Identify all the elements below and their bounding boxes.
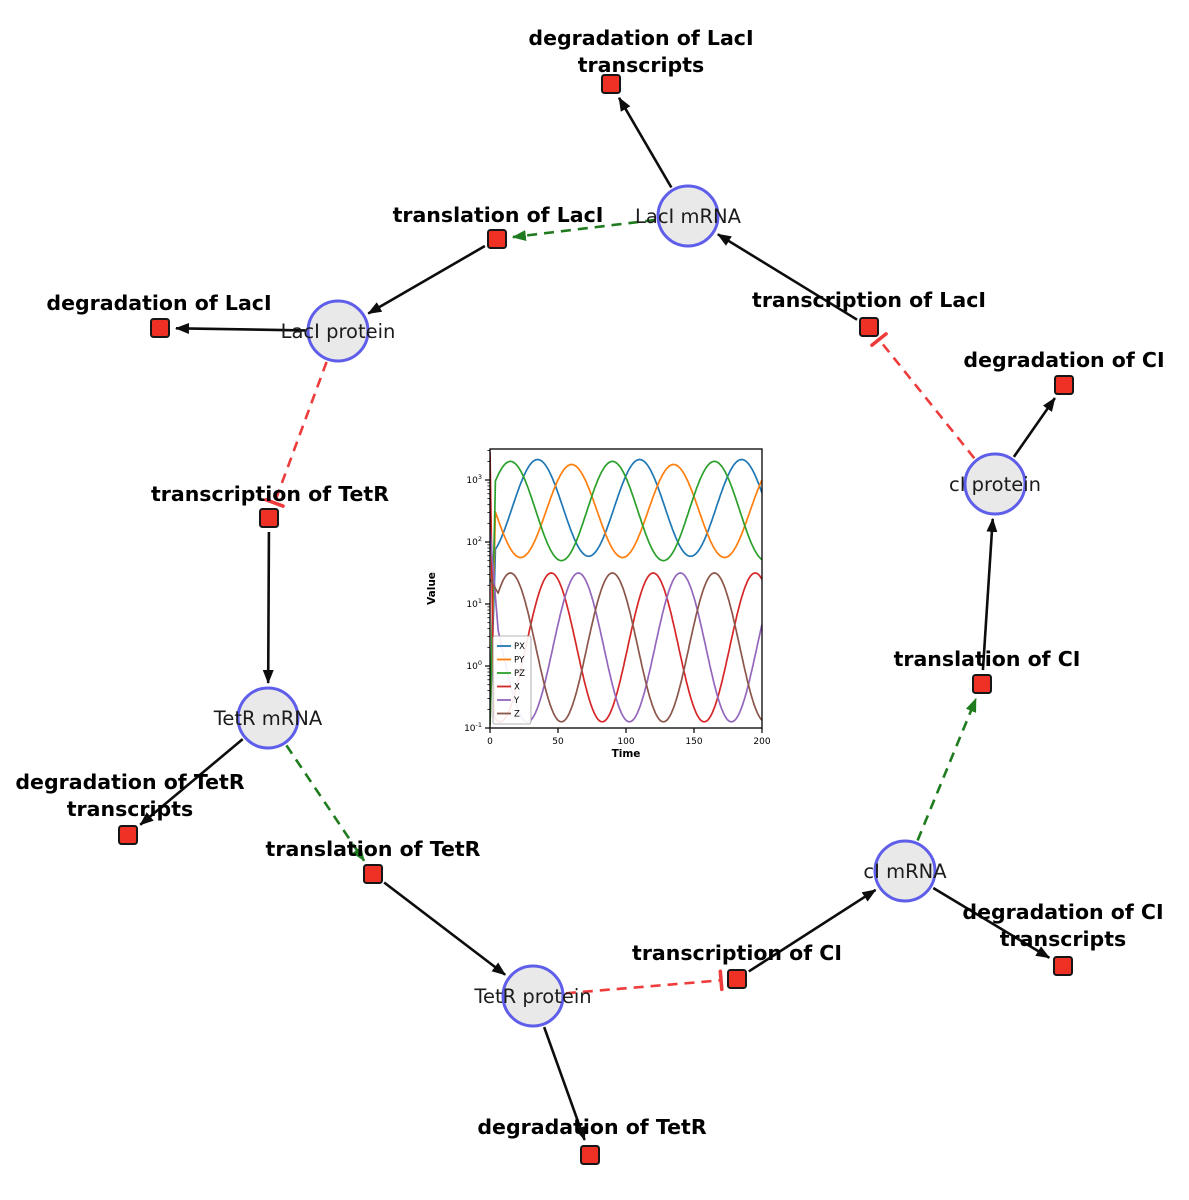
reaction-label-deg_tetr: degradation of TetR [477, 1115, 706, 1139]
edge-transl_ci-ci_protein-production [981, 517, 998, 671]
species-node-laci_protein [306, 299, 370, 363]
y-tick-label-10e2: 102 [466, 535, 482, 548]
series-PX [490, 458, 762, 725]
x-tick-label-150: 150 [685, 737, 702, 747]
species-node-tetr_protein [501, 964, 565, 1028]
reaction-node-txn_laci [859, 317, 879, 337]
edge-txn_laci-laci_mrna-production [716, 233, 858, 321]
reaction-nodes-layer [118, 74, 1074, 1165]
reaction-label-deg_ci: degradation of CI [963, 348, 1164, 372]
edges-layer [139, 96, 1056, 1141]
edge-tetr_mrna-deg_tetr_tx-consumption [139, 738, 244, 826]
species-label-tetr_mrna: TetR mRNA [213, 707, 323, 730]
species-node-laci_mrna [656, 184, 720, 248]
edge-laci_protein-txn_tetr-inhibition [264, 361, 328, 508]
reaction-node-txn_ci [727, 969, 747, 989]
reaction-label-txn_ci: transcription of CI [632, 941, 842, 965]
edge-ci_protein-txn_laci-inhibition [870, 332, 976, 460]
species-node-tetr_mrna [236, 686, 300, 750]
series-PY [490, 463, 762, 725]
legend-label-PX: PX [514, 642, 525, 652]
legend-label-Z: Z [514, 710, 520, 720]
edge-ci_mrna-deg_ci_tx-consumption [932, 886, 1051, 959]
reaction-label-transl_ci: translation of CI [894, 647, 1081, 671]
reaction-label-transl_tetr: translation of TetR [266, 837, 481, 861]
edge-ci_mrna-transl_ci-modifier [916, 697, 978, 841]
reaction-label-deg_laci: degradation of LacI [46, 291, 271, 315]
species-label-laci_mrna: LacI mRNA [635, 205, 742, 228]
reaction-node-txn_tetr [259, 508, 279, 528]
edge-laci_mrna-transl_laci-modifier [511, 218, 656, 241]
reaction-label-txn_tetr: transcription of TetR [151, 482, 389, 506]
reaction-label-txn_laci: transcription of LacI [752, 288, 986, 312]
edge-laci_protein-deg_laci-consumption [174, 322, 306, 334]
reaction-label-deg_laci_tx-line2: transcripts [578, 53, 705, 77]
legend-box [492, 635, 532, 725]
y-axis-label: Value [426, 572, 438, 605]
x-tick-label-200: 200 [753, 737, 770, 747]
species-label-laci_protein: LacI protein [281, 320, 396, 343]
edge-ci_protein-deg_ci-consumption [1012, 397, 1056, 458]
species-node-ci_protein [963, 452, 1027, 516]
reaction-node-transl_laci [487, 229, 507, 249]
edge-tetr_protein-txn_ci-inhibition [565, 969, 724, 995]
reaction-label-deg_laci_tx-line1: degradation of LacI [528, 26, 753, 50]
reaction-label-deg_ci_tx-line1: degradation of CI [962, 900, 1163, 924]
x-axis-label: Time [612, 748, 641, 760]
species-label-tetr_protein: TetR protein [473, 985, 591, 1008]
reaction-label-deg_tetr_tx-line2: transcripts [67, 797, 194, 821]
x-tick-label-100: 100 [617, 737, 634, 747]
reaction-label-deg_ci_tx-line2: transcripts [1000, 927, 1127, 951]
reaction-label-transl_laci: translation of LacI [393, 203, 604, 227]
edge-tetr_mrna-transl_tetr-modifier [285, 744, 366, 862]
y-tick-label-10e1: 101 [466, 597, 482, 610]
reaction-node-transl_tetr [363, 864, 383, 884]
reaction-node-deg_tetr_tx [118, 825, 138, 845]
chart-background [420, 435, 784, 772]
legend-label-PY: PY [514, 656, 525, 666]
reaction-node-deg_laci_tx [601, 74, 621, 94]
species-node-ci_mrna [873, 839, 937, 903]
series-PZ [490, 460, 762, 725]
reaction-label-deg_tetr_tx-line1: degradation of TetR [15, 770, 244, 794]
y-tick-label-10e-1: 10-1 [464, 721, 482, 734]
series-Z [490, 572, 762, 723]
species-label-ci_mrna: cI mRNA [863, 860, 947, 883]
x-tick-label-50: 50 [552, 737, 564, 747]
edge-laci_mrna-deg_laci_tx-consumption [617, 96, 673, 189]
species-nodes-layer [236, 184, 1027, 1028]
x-tick-label-0: 0 [487, 737, 493, 747]
y-tick-label-10e0: 100 [466, 659, 482, 672]
legend-label-X: X [514, 683, 520, 693]
species-label-ci_protein: cI protein [949, 473, 1041, 496]
reaction-node-deg_ci [1054, 375, 1074, 395]
series-Y [490, 529, 762, 723]
y-tick-label-10e3: 103 [466, 473, 482, 486]
reaction-node-deg_tetr [580, 1145, 600, 1165]
reaction-node-deg_laci [150, 318, 170, 338]
edge-tetr_protein-deg_tetr-consumption [542, 1026, 586, 1141]
legend-label-PZ: PZ [514, 669, 525, 679]
labels-layer: degradation of LacI transcripts translatio… [15, 26, 1164, 1139]
reaction-node-deg_ci_tx [1053, 956, 1073, 976]
legend-label-Y: Y [513, 696, 520, 706]
reaction-node-transl_ci [972, 674, 992, 694]
edge-transl_laci-laci_protein-production [367, 244, 486, 315]
edge-transl_tetr-tetr_protein-production [383, 881, 506, 976]
chart-curves [490, 452, 762, 725]
edge-txn_ci-ci_mrna-production [748, 888, 877, 973]
edge-txn_tetr-tetr_mrna-production [262, 531, 274, 685]
series-X [490, 452, 762, 723]
